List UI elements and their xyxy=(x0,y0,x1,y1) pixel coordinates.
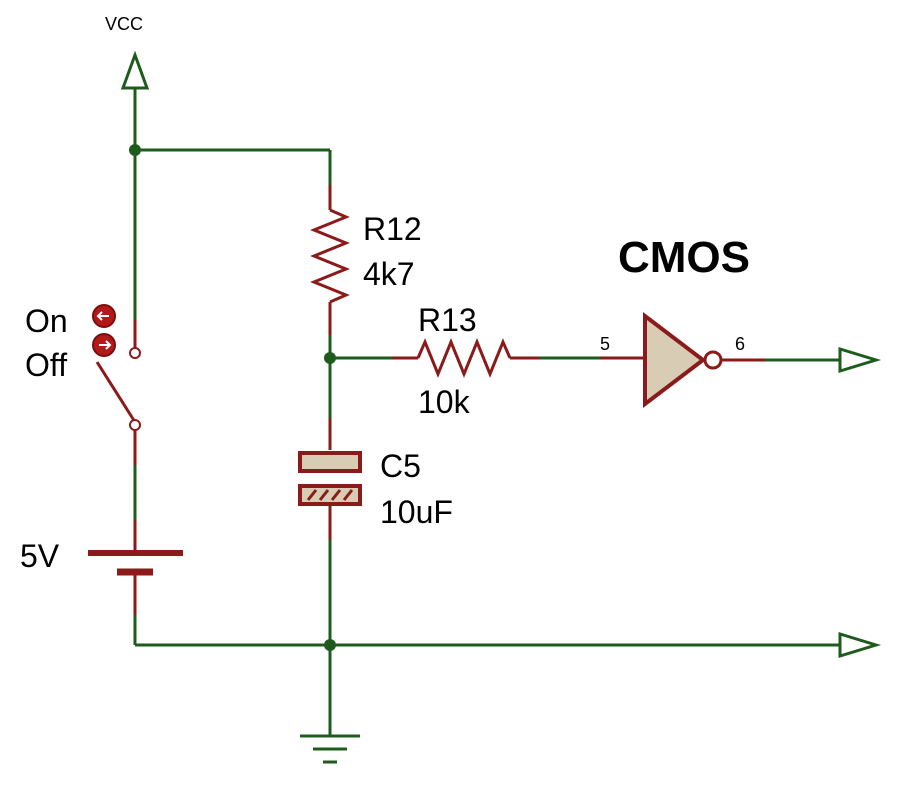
cmos-title: CMOS xyxy=(618,233,750,282)
ground-symbol xyxy=(300,734,360,764)
battery-label: 5V xyxy=(20,538,60,574)
gate-pin-out: 6 xyxy=(735,334,745,354)
vcc-label: VCC xyxy=(105,14,143,34)
junction-dot xyxy=(324,639,336,651)
switch-off-button[interactable] xyxy=(92,333,116,357)
wires xyxy=(133,88,840,735)
switch-off-label: Off xyxy=(25,347,67,383)
vcc-terminal-arrow xyxy=(120,50,150,90)
resistor-r13 xyxy=(392,338,540,378)
switch[interactable] xyxy=(95,320,141,465)
junction-dot xyxy=(129,144,141,156)
c5-ref: C5 xyxy=(380,448,421,484)
r13-ref: R13 xyxy=(418,302,477,338)
switch-on-label: On xyxy=(25,303,68,339)
c5-value: 10uF xyxy=(380,494,453,530)
junction-dot xyxy=(324,352,336,364)
resistor-r12 xyxy=(310,185,350,335)
gate-pin-in: 5 xyxy=(600,334,610,354)
cmos-inverter xyxy=(600,311,765,409)
battery xyxy=(88,520,183,615)
ground-terminal-arrow xyxy=(838,631,882,659)
capacitor-c5 xyxy=(298,418,362,540)
r13-value: 10k xyxy=(418,384,471,420)
switch-on-button[interactable] xyxy=(92,304,116,328)
output-terminal-arrow xyxy=(838,346,882,374)
r12-value: 4k7 xyxy=(363,256,415,292)
r12-ref: R12 xyxy=(363,211,422,247)
